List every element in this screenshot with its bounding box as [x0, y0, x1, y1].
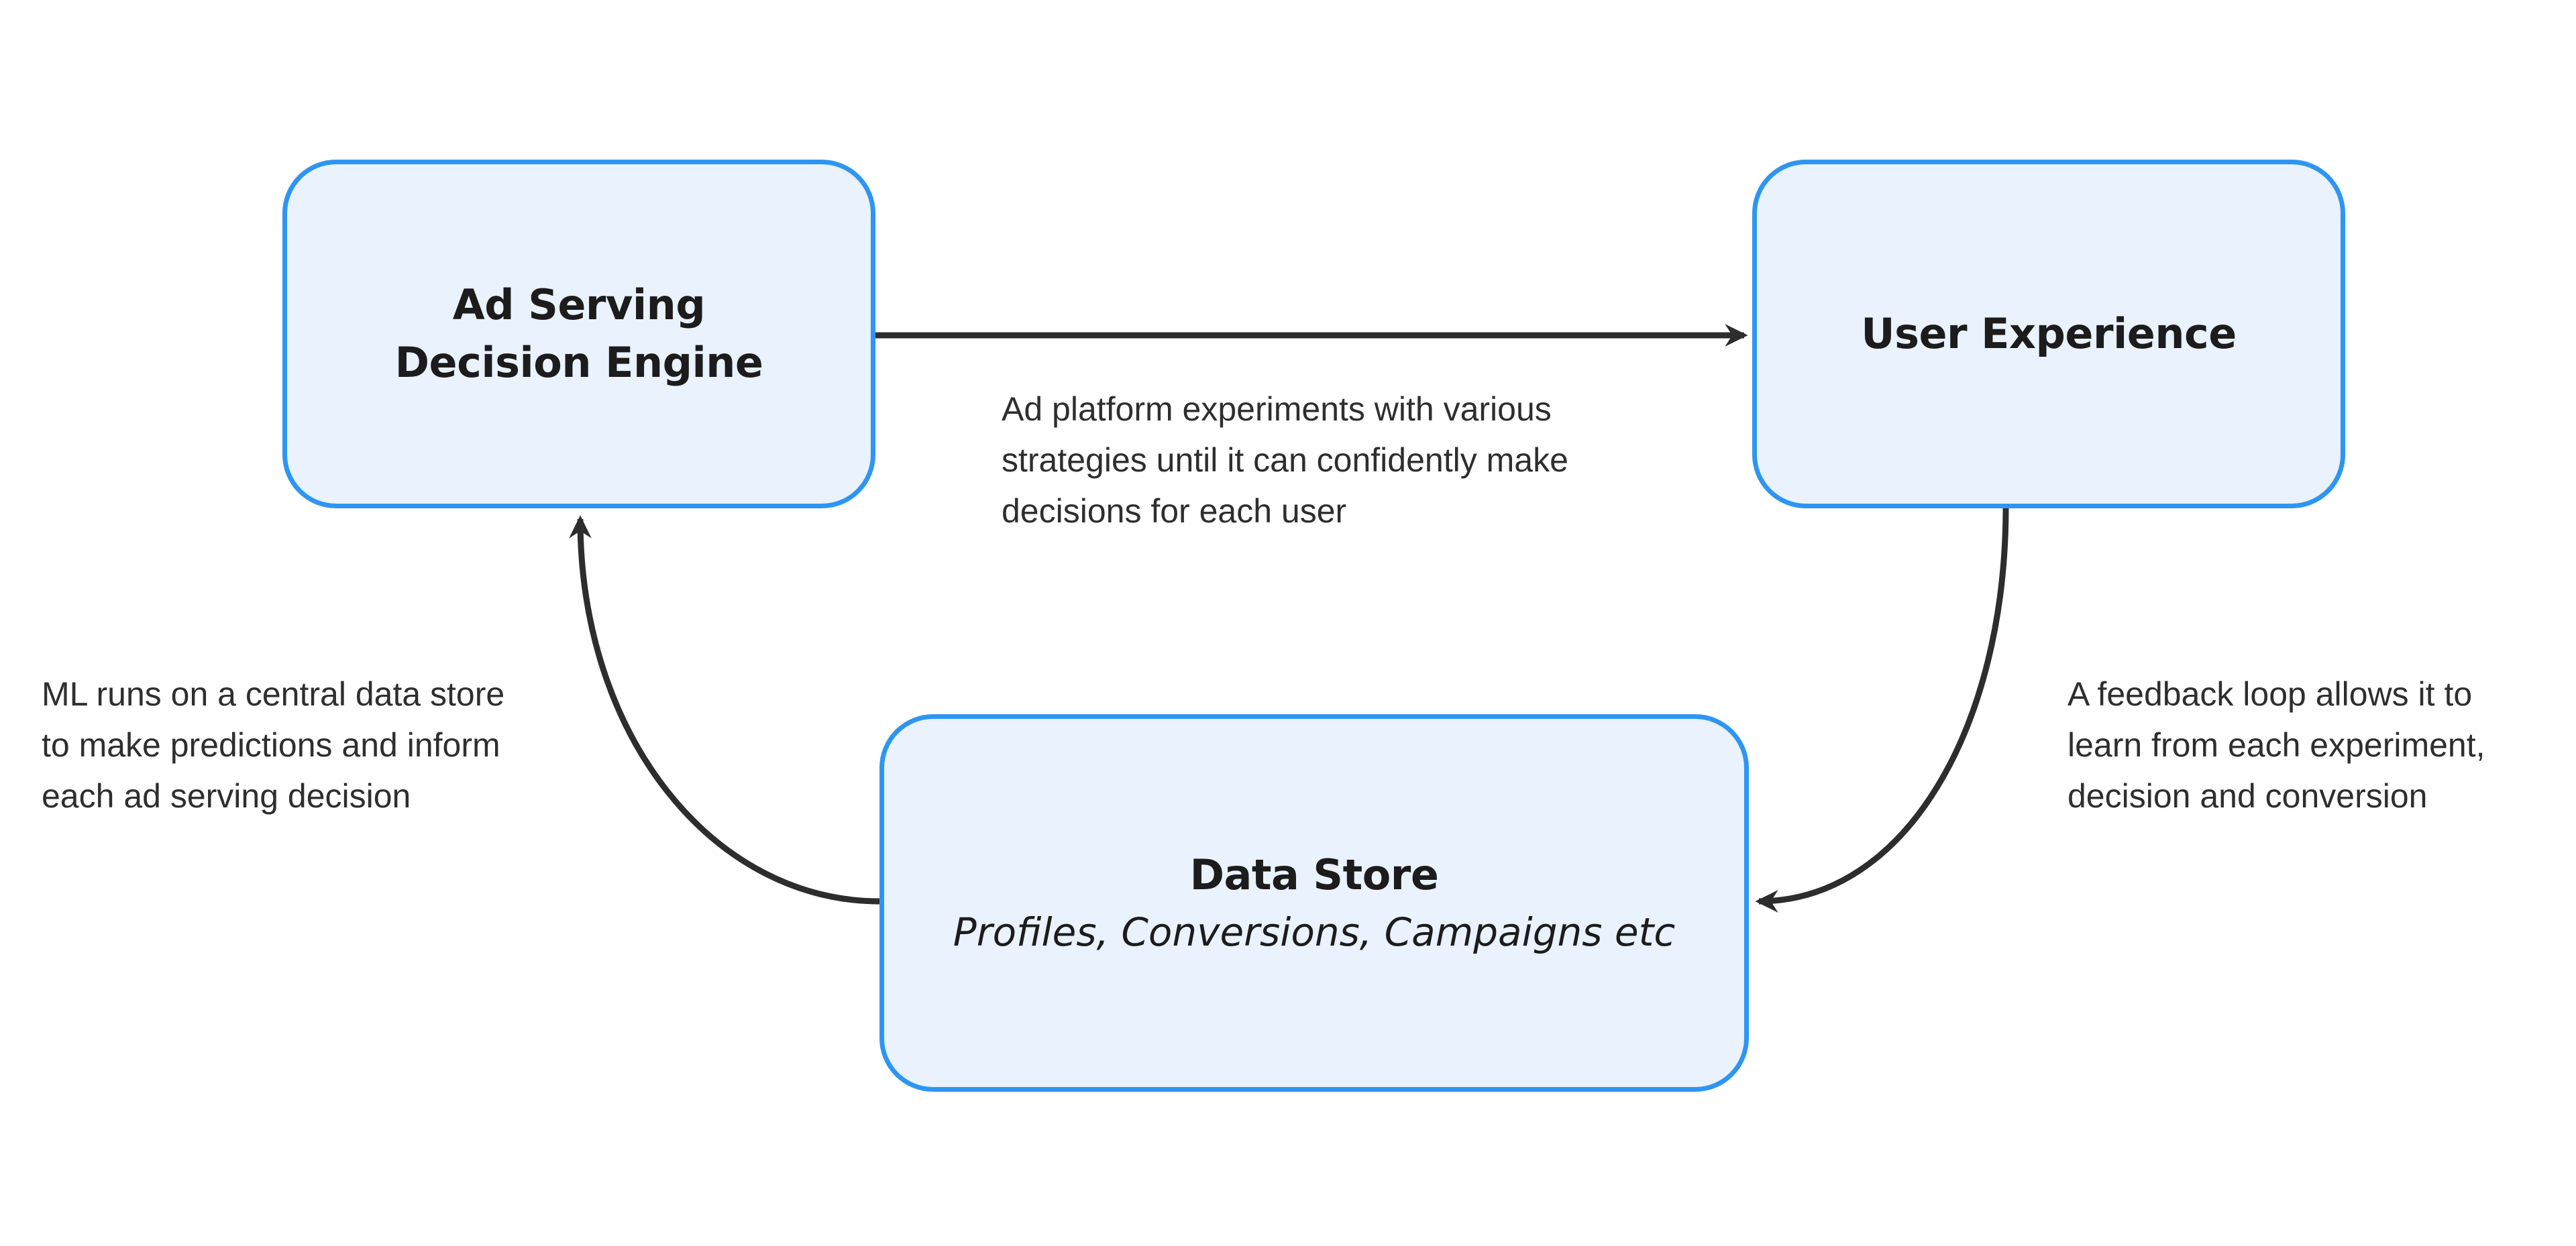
node-title: User Experience	[1861, 305, 2237, 363]
annotation-engine-to-ux: Ad platform experiments with various str…	[1002, 384, 1568, 536]
annotation-line: decision and conversion	[2068, 777, 2428, 815]
arrow-datastore-to-engine	[569, 515, 880, 905]
annotation-line: A feedback loop allows it to	[2068, 675, 2473, 713]
node-user-experience[interactable]: User Experience	[1752, 160, 2345, 508]
annotation-datastore-to-engine: ML runs on a central data store to make …	[42, 669, 504, 822]
node-subtitle: Profiles, Conversions, Campaigns etc	[953, 909, 1676, 955]
node-title: Ad Serving Decision Engine	[395, 276, 763, 392]
annotation-line: strategies until it can confidently make	[1002, 441, 1568, 479]
node-title-line: User Experience	[1861, 309, 2237, 358]
annotation-line: ML runs on a central data store	[42, 675, 505, 713]
arrow-ux-to-datastore	[1755, 506, 2009, 913]
annotation-ux-to-datastore: A feedback loop allows it to learn from …	[2068, 669, 2485, 822]
annotation-line: decisions for each user	[1002, 492, 1347, 530]
annotation-line: to make predictions and inform	[42, 726, 500, 764]
annotation-line: each ad serving decision	[42, 777, 411, 815]
annotation-line: learn from each experiment,	[2068, 726, 2485, 764]
node-title: Data Store	[1189, 850, 1439, 899]
node-title-line: Decision Engine	[394, 338, 763, 387]
node-ad-serving-decision-engine[interactable]: Ad Serving Decision Engine	[282, 160, 875, 508]
annotation-line: Ad platform experiments with various	[1002, 390, 1552, 428]
node-data-store[interactable]: Data Store Profiles, Conversions, Campai…	[879, 714, 1749, 1092]
node-title-line: Ad Serving	[452, 280, 706, 329]
